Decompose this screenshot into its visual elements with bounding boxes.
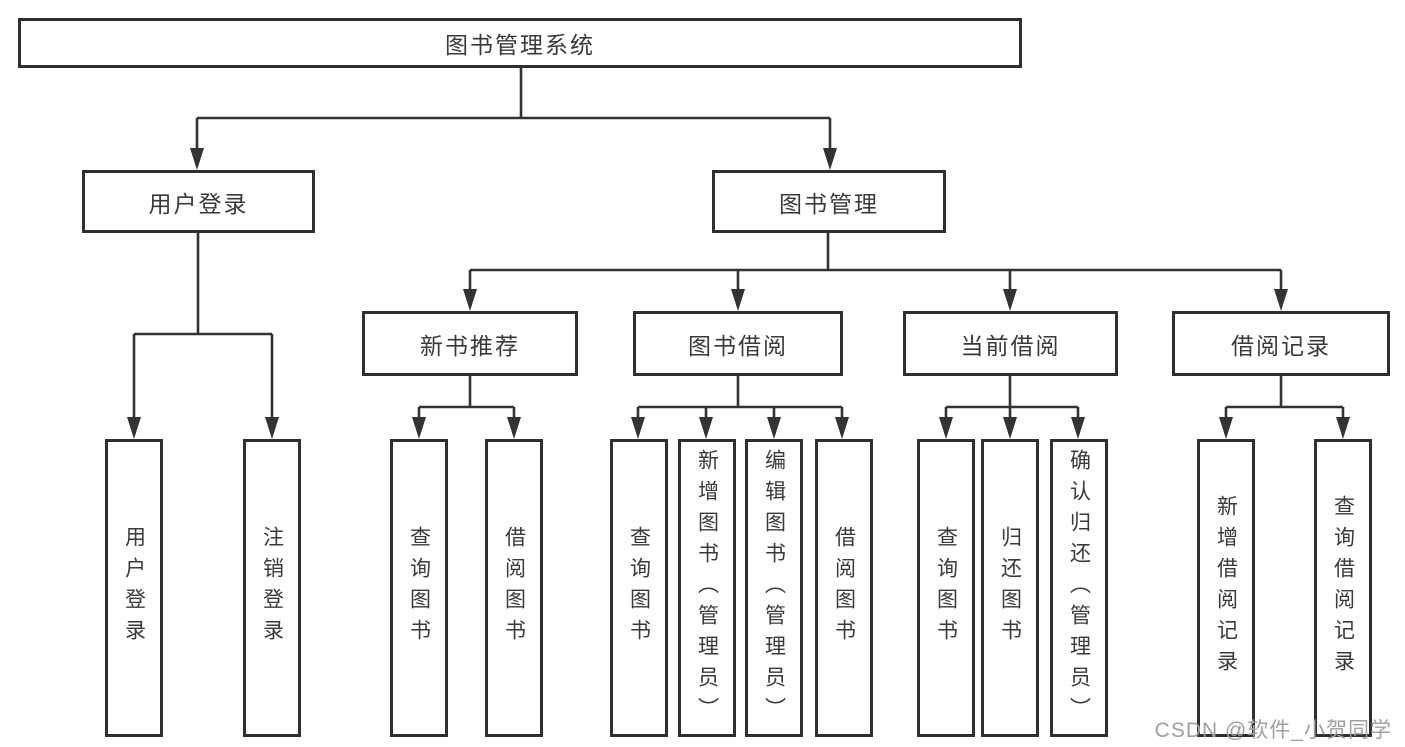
node-borrow-records: 借阅记录 (1172, 311, 1390, 376)
connector-root (195, 68, 832, 152)
node-root-system: 图书管理系统 (18, 18, 1022, 68)
leaf-borrow-books: 借阅图书 (815, 439, 873, 737)
node-book-management: 图书管理 (712, 170, 946, 233)
leaf-edit-book-admin: 编辑图书（管理员） (745, 439, 803, 737)
connector-borrow-records (1224, 376, 1345, 423)
leaf-user-login: 用户登录 (105, 439, 163, 737)
connector-book-borrow (636, 376, 844, 423)
leaf-borrow-books: 借阅图书 (485, 439, 543, 737)
csdn-watermark: CSDN @软件_小贺同学 (1154, 719, 1392, 742)
leaf-return-books: 归还图书 (981, 439, 1039, 737)
connector-new-book (417, 376, 516, 423)
leaf-confirm-return-admin: 确认归还（管理员） (1050, 439, 1108, 737)
connector-user-login (132, 233, 274, 423)
leaf-query-books: 查询图书 (917, 439, 975, 737)
node-current-borrow: 当前借阅 (903, 311, 1118, 376)
connector-current-borrow (944, 376, 1080, 423)
leaf-add-borrow-record: 新增借阅记录 (1197, 439, 1255, 737)
leaf-query-books: 查询图书 (610, 439, 668, 737)
connector-book-management (468, 233, 1283, 295)
node-user-login: 用户登录 (82, 170, 315, 233)
leaf-query-books: 查询图书 (390, 439, 448, 737)
leaf-query-borrow-record: 查询借阅记录 (1314, 439, 1372, 737)
leaf-add-book-admin: 新增图书（管理员） (678, 439, 736, 737)
node-book-borrow: 图书借阅 (633, 311, 843, 376)
node-new-book-recommend: 新书推荐 (362, 311, 578, 376)
leaf-logout: 注销登录 (243, 439, 301, 737)
